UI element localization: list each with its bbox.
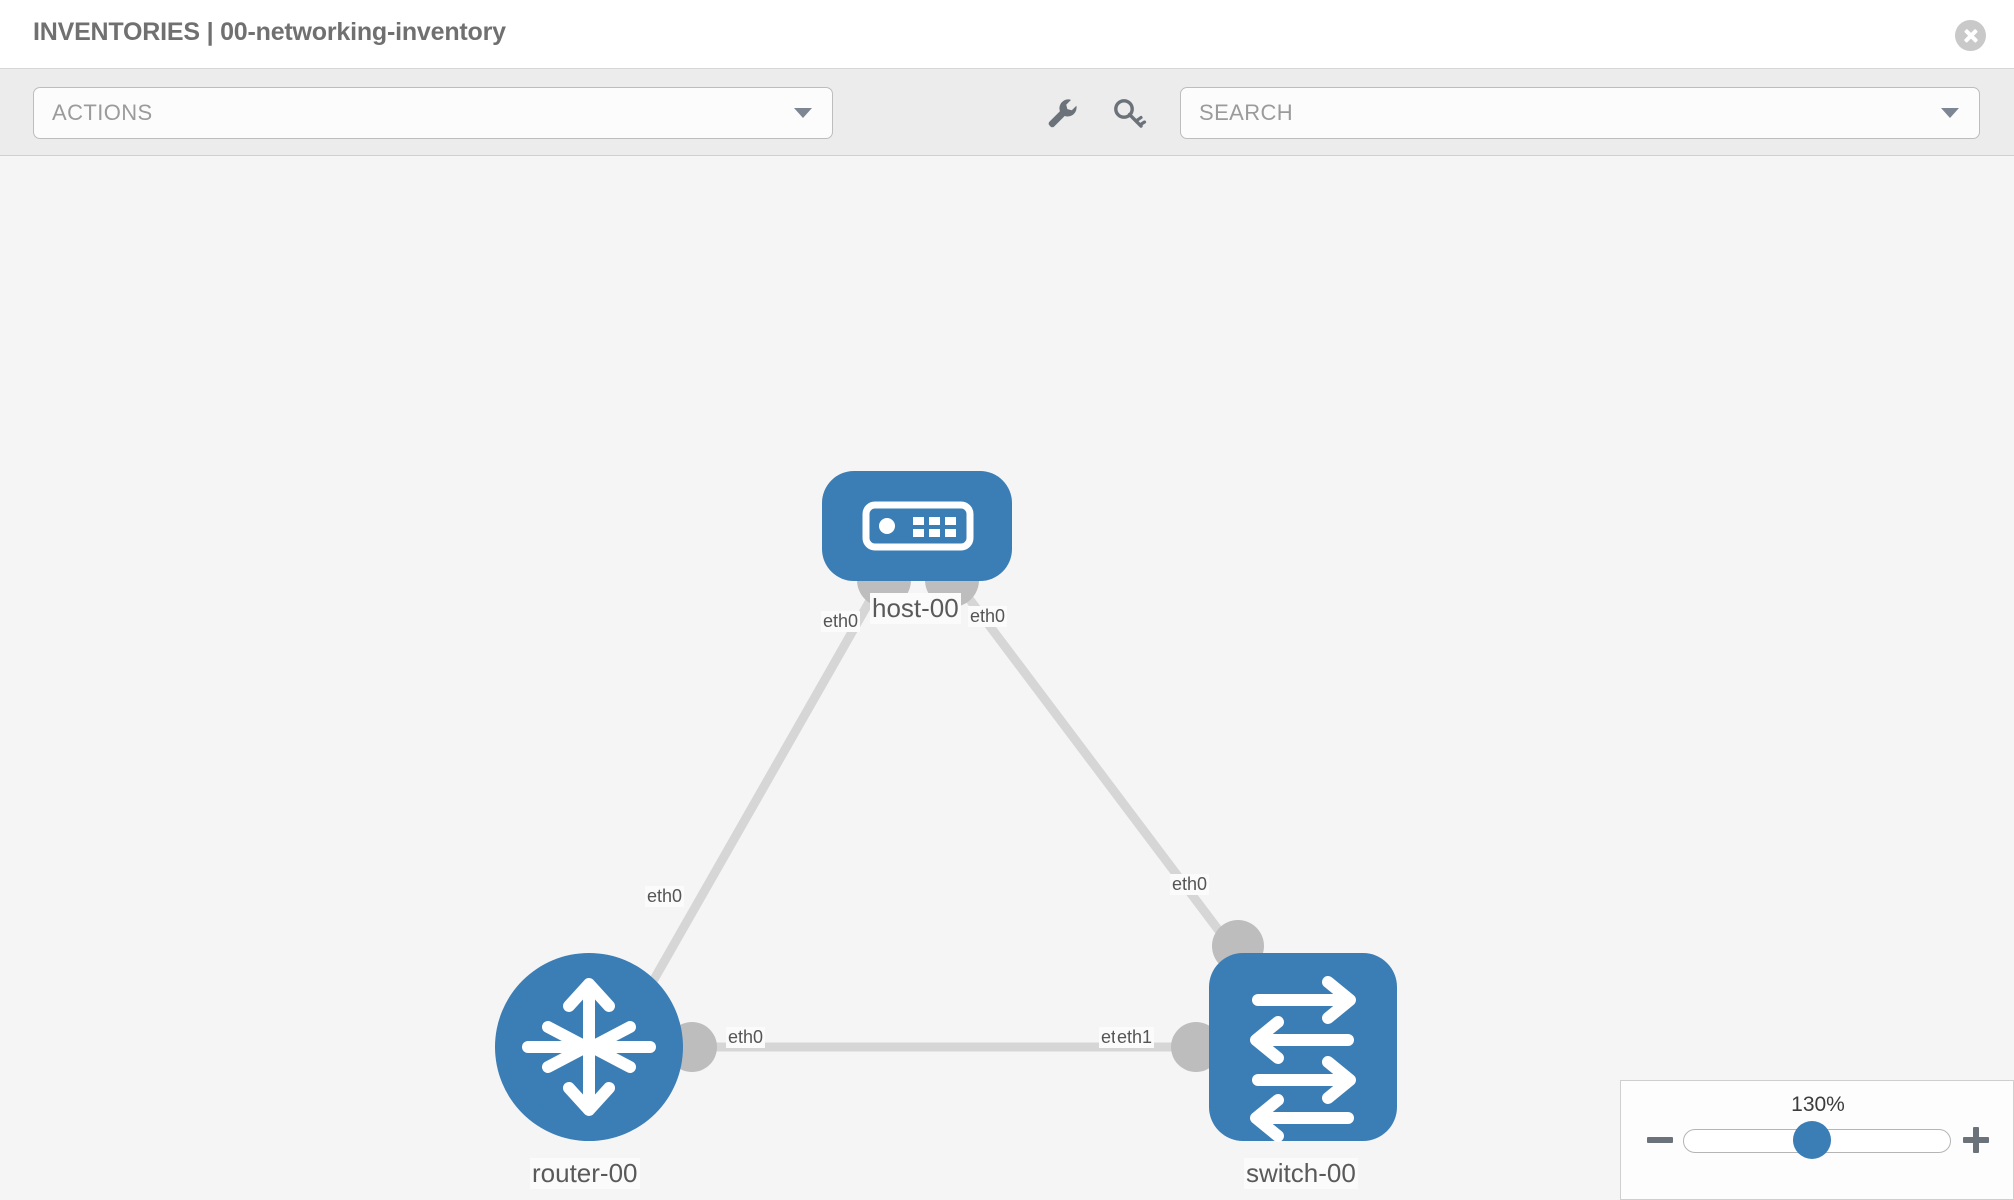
topology-graph	[495, 471, 1397, 1142]
search-input[interactable]: SEARCH	[1180, 87, 1980, 139]
iface-label-switch-north: eth0	[1170, 874, 1210, 895]
topology-links	[632, 573, 1242, 1052]
topology-canvas[interactable]: host-00 router-00 switch-00 eth0 eth0 et…	[0, 156, 2014, 1200]
plus-icon[interactable]	[1961, 1125, 1991, 1155]
iface-label-router-north: eth0	[645, 886, 685, 907]
minus-icon[interactable]	[1645, 1125, 1675, 1155]
search-placeholder: SEARCH	[1199, 100, 1294, 125]
actions-dropdown-label: ACTIONS	[52, 100, 153, 125]
node-switch-00[interactable]	[1209, 953, 1397, 1142]
toolbar: ACTIONS SEARCH	[0, 69, 2014, 156]
node-host-00[interactable]	[822, 471, 1012, 581]
node-label-host-00: host-00	[870, 593, 961, 624]
node-router-00[interactable]	[495, 953, 683, 1141]
iface-label-switch-west: eth1	[1115, 1027, 1155, 1048]
zoom-percent-label: 130%	[1791, 1093, 1845, 1116]
key-icon[interactable]	[1109, 93, 1149, 133]
server-icon	[862, 501, 974, 551]
chevron-down-icon	[794, 108, 812, 118]
node-label-switch-00: switch-00	[1244, 1158, 1358, 1189]
zoom-control-panel: 130%	[1620, 1080, 2014, 1200]
wrench-icon[interactable]	[1042, 93, 1082, 133]
node-label-router-00: router-00	[530, 1158, 640, 1189]
link-host-router	[632, 573, 888, 1014]
link-host-switch	[948, 573, 1242, 959]
page-header: INVENTORIES | 00-networking-inventory	[0, 0, 2014, 69]
actions-dropdown[interactable]: ACTIONS	[33, 87, 833, 139]
iface-label-host-left: eth0	[821, 611, 861, 632]
port-switch-west	[1171, 1022, 1221, 1072]
switch-arrows-icon	[1250, 976, 1356, 1142]
chevron-down-icon[interactable]	[1941, 108, 1959, 118]
iface-label-router-east: eth0	[726, 1027, 766, 1048]
topology-ports	[667, 553, 1264, 1072]
iface-label-host-right: eth0	[968, 606, 1008, 627]
close-icon[interactable]	[1955, 20, 1986, 51]
router-arrows-icon	[522, 978, 656, 1116]
page-title: INVENTORIES | 00-networking-inventory	[33, 18, 506, 46]
zoom-slider-thumb[interactable]	[1793, 1121, 1831, 1159]
